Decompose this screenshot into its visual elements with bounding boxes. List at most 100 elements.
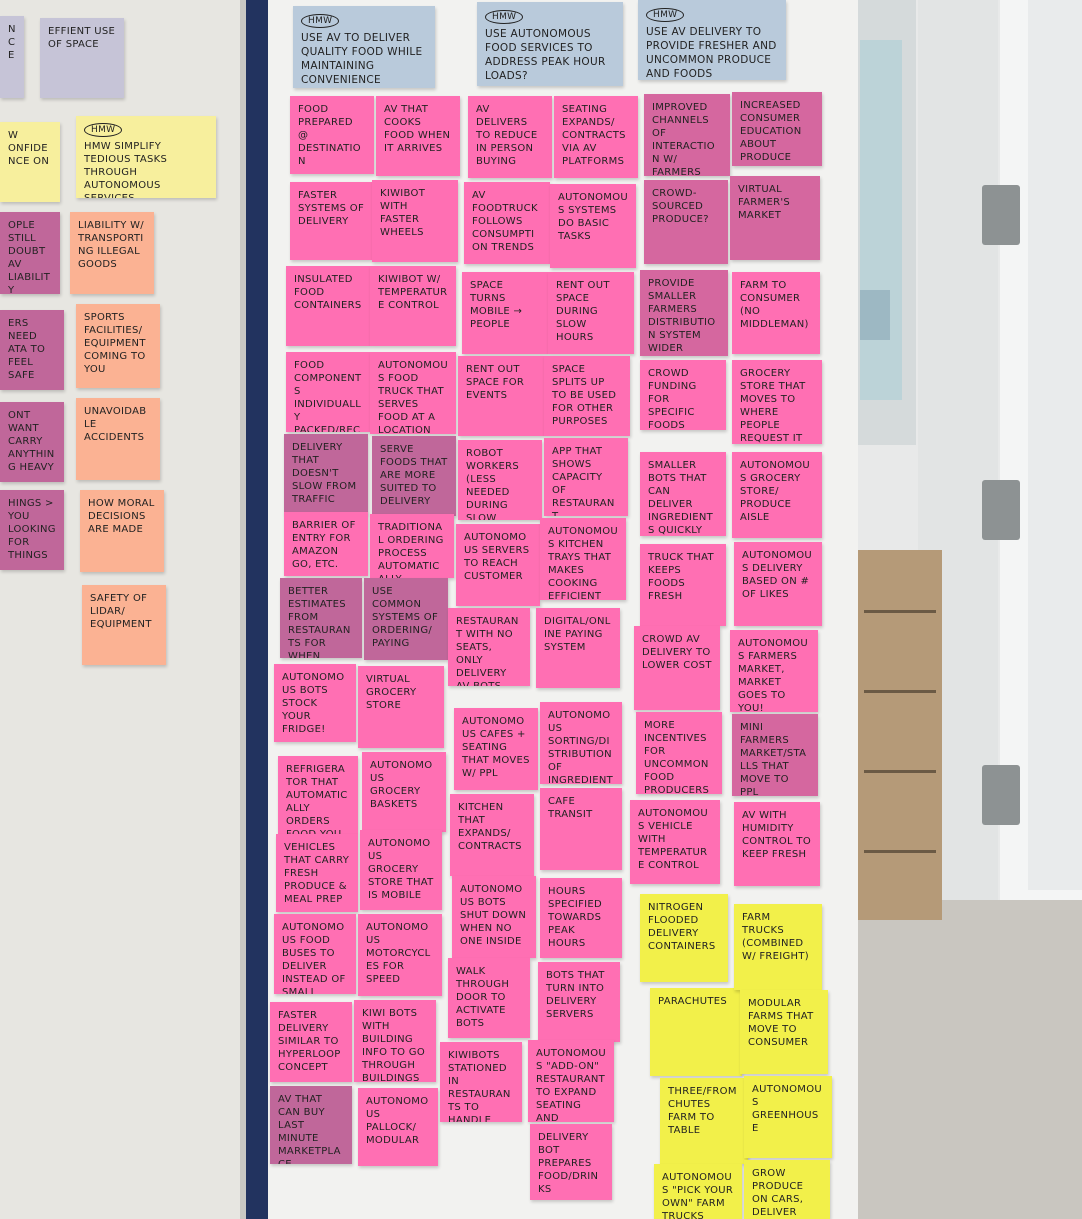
sticky-note: AUTONOMOUS "PICK YOUR OWN" FARM TRUCKS bbox=[654, 1164, 742, 1219]
sticky-note: DIGITAL/ONLINE PAYING SYSTEM bbox=[536, 608, 620, 688]
sticky-note: AUTONOMOUS GREENHOUSE bbox=[744, 1076, 832, 1158]
hmw-header: HMW USE AUTONOMOUS FOOD SERVICES TO ADDR… bbox=[477, 2, 623, 86]
sticky-note: CAFE TRANSIT bbox=[540, 788, 622, 870]
sticky-note: VIRTUAL FARMER'S MARKET bbox=[730, 176, 820, 260]
sticky-note: WALK THROUGH DOOR TO ACTIVATE BOTS bbox=[448, 958, 530, 1038]
sticky-note: PARACHUTES bbox=[650, 988, 742, 1076]
sticky-note: W ONFIDENCE ON bbox=[0, 122, 60, 202]
sticky-note: FASTER DELIVERY SIMILAR TO HYPERLOOP CON… bbox=[270, 1002, 352, 1082]
sticky-note: ONT WANT CARRY ANYTHING HEAVY bbox=[0, 402, 64, 482]
sticky-note: AUTONOMOUS GROCERY BASKETS bbox=[362, 752, 446, 832]
sticky-note: SPACE TURNS MOBILE → PEOPLE bbox=[462, 272, 548, 354]
sticky-note: AUTONOMOUS GROCERY STORE/ PRODUCE AISLE bbox=[732, 452, 822, 538]
hmw-text: USE AUTONOMOUS FOOD SERVICES TO ADDRESS … bbox=[485, 28, 606, 82]
sticky-note: GROW PRODUCE ON CARS, DELIVER bbox=[744, 1160, 830, 1219]
sticky-note: AUTONOMOUS FOOD BUSES TO DELIVER INSTEAD… bbox=[274, 914, 356, 994]
sticky-note: APP THAT SHOWS CAPACITY OF RESTAURANT bbox=[544, 438, 628, 516]
sticky-note: HINGS > YOU LOOKING FOR THINGS bbox=[0, 490, 64, 570]
sticky-note: AUTONOMOUS DELIVERY BASED ON # OF LIKES bbox=[734, 542, 822, 626]
sticky-note: NITROGEN FLOODED DELIVERY CONTAINERS bbox=[640, 894, 728, 982]
sticky-note: FOOD COMPONENTS INDIVIDUALLY PACKED/RECO… bbox=[286, 352, 370, 432]
sticky-note: USE COMMON SYSTEMS OF ORDERING/ PAYING bbox=[364, 578, 448, 660]
sticky-note: HOW MORAL DECISIONS ARE MADE bbox=[80, 490, 164, 572]
sticky-note: SAFETY OF LIDAR/ EQUIPMENT bbox=[82, 585, 166, 665]
sticky-note: AUTONOMOUS MOTORCYCLES FOR SPEED bbox=[358, 914, 442, 996]
sticky-note: INSULATED FOOD CONTAINERS bbox=[286, 266, 370, 346]
sticky-note: LIABILITY W/ TRANSPORTING ILLEGAL GOODS bbox=[70, 212, 154, 294]
sticky-note: RENT OUT SPACE FOR EVENTS bbox=[458, 356, 544, 436]
hmw-label: HMW bbox=[646, 8, 685, 22]
sticky-note: AV WITH HUMIDITY CONTROL TO KEEP FRESH bbox=[734, 802, 820, 886]
sticky-note: ROBOT WORKERS (LESS NEEDED DURING SLOW H… bbox=[458, 440, 542, 520]
sticky-note: AUTONOMOUS PALLOCK/ MODULAR bbox=[358, 1088, 438, 1166]
hmw-text: HMW SIMPLIFY TEDIOUS TASKS THROUGH AUTON… bbox=[84, 141, 168, 198]
sticky-note: FASTER SYSTEMS OF DELIVERY bbox=[290, 182, 372, 260]
hmw-label: HMW bbox=[301, 14, 340, 28]
shelf-bar bbox=[864, 610, 936, 613]
sticky-note: FARM TRUCKS (COMBINED W/ FREIGHT) bbox=[734, 904, 822, 990]
board-gap bbox=[240, 0, 248, 1219]
shelf-bar bbox=[864, 690, 936, 693]
hmw-text: USE AV TO DELIVER QUALITY FOOD WHILE MAI… bbox=[301, 32, 423, 86]
door-hinge bbox=[982, 480, 1020, 540]
sticky-note: UNAVOIDABLE ACCIDENTS bbox=[76, 398, 160, 480]
sticky-note: AV THAT CAN BUY LAST MINUTE MARKETPLACE bbox=[270, 1086, 352, 1164]
sticky-note: AUTONOMOUS SYSTEMS DO BASIC TASKS bbox=[550, 184, 636, 268]
sticky-note: OPLE STILL DOUBT AV LIABILITY bbox=[0, 212, 60, 294]
sticky-note: MODULAR FARMS THAT MOVE TO CONSUMER bbox=[740, 990, 828, 1074]
sticky-note: KIWIBOT WITH FASTER WHEELS bbox=[372, 180, 458, 262]
wall-poster bbox=[860, 40, 902, 400]
sticky-note: RESTAURANT WITH NO SEATS, ONLY DELIVERY … bbox=[448, 608, 530, 686]
sticky-note: AUTONOMOUS BOTS SHUT DOWN WHEN NO ONE IN… bbox=[452, 876, 536, 958]
sticky-note: EFFIENT USE OF SPACE bbox=[40, 18, 124, 98]
sticky-note: AUTONOMOUS SERVERS TO REACH CUSTOMER bbox=[456, 524, 540, 606]
sticky-note: AV DELIVERS TO REDUCE IN PERSON BUYING bbox=[468, 96, 552, 178]
poster-image bbox=[860, 290, 890, 340]
sticky-note: INCREASED CONSUMER EDUCATION ABOUT PRODU… bbox=[732, 92, 822, 166]
hmw-label: HMW bbox=[84, 123, 123, 137]
sticky-note: BETTER ESTIMATES FROM RESTAURANTS FOR WH… bbox=[280, 578, 362, 658]
shelf-bar bbox=[864, 770, 936, 773]
floor bbox=[858, 900, 1082, 1219]
sticky-note: THREE/FROM CHUTES FARM TO TABLE bbox=[660, 1078, 748, 1164]
sticky-note: HOURS SPECIFIED TOWARDS PEAK HOURS bbox=[540, 878, 622, 958]
door-hinge bbox=[982, 185, 1020, 245]
sticky-note: AUTONOMOUS GROCERY STORE THAT IS MOBILE bbox=[360, 830, 442, 910]
sticky-note: GROCERY STORE THAT MOVES TO WHERE PEOPLE… bbox=[732, 360, 822, 444]
sticky-note: SPORTS FACILITIES/ EQUIPMENT COMING TO Y… bbox=[76, 304, 160, 388]
sticky-note: AUTONOMOUS FARMERS MARKET, MARKET GOES T… bbox=[730, 630, 818, 712]
sticky-note: BARRIER OF ENTRY FOR AMAZON GO, ETC. bbox=[284, 512, 368, 576]
sticky-note: BOTS THAT TURN INTO DELIVERY SERVERS bbox=[538, 962, 620, 1042]
sticky-note: AUTONOMOUS BOTS STOCK YOUR FRIDGE! bbox=[274, 664, 356, 742]
sticky-note: REFRIGERATOR THAT AUTOMATICALLY ORDERS F… bbox=[278, 756, 358, 834]
sticky-note: FOOD PREPARED @ DESTINATION bbox=[290, 96, 374, 174]
sticky-note: CROWD AV DELIVERY TO LOWER COST bbox=[634, 626, 720, 710]
sticky-note: SERVE FOODS THAT ARE MORE SUITED TO DELI… bbox=[372, 436, 456, 516]
sticky-note: SPACE SPLITS UP TO BE USED FOR OTHER PUR… bbox=[544, 356, 630, 436]
sticky-note: ERS NEED ATA TO FEEL SAFE bbox=[0, 310, 64, 390]
door-hinge bbox=[982, 765, 1020, 825]
sticky-note: AUTONOMOUS SORTING/DISTRIBUTION OF INGRE… bbox=[540, 702, 622, 784]
sticky-note: AV THAT COOKS FOOD WHEN IT ARRIVES bbox=[376, 96, 460, 176]
sticky-note: DELIVERY THAT DOESN'T SLOW FROM TRAFFIC bbox=[284, 434, 368, 514]
sticky-note: MINI FARMERS MARKET/STALLS THAT MOVE TO … bbox=[732, 714, 818, 796]
sticky-note: VEHICLES THAT CARRY FRESH PRODUCE & MEAL… bbox=[276, 834, 358, 912]
sticky-note: CROWD FUNDING FOR SPECIFIC FOODS bbox=[640, 360, 726, 430]
sticky-note: DELIVERY BOT PREPARES FOOD/DRINKS bbox=[530, 1124, 612, 1200]
sticky-note: RENT OUT SPACE DURING SLOW HOURS bbox=[548, 272, 634, 354]
blue-board-edge bbox=[246, 0, 272, 1219]
sticky-note: AUTONOMOUS CAFES + SEATING THAT MOVES W/… bbox=[454, 708, 538, 790]
hmw-header: HMW USE AV TO DELIVER QUALITY FOOD WHILE… bbox=[293, 6, 435, 88]
sticky-note: KIWIBOT W/ TEMPERATURE CONTROL bbox=[370, 266, 456, 346]
sticky-note: MORE INCENTIVES FOR UNCOMMON FOOD PRODUC… bbox=[636, 712, 722, 794]
hmw-note: HMW HMW SIMPLIFY TEDIOUS TASKS THROUGH A… bbox=[76, 116, 216, 198]
sticky-note: SMALLER BOTS THAT CAN DELIVER INGREDIENT… bbox=[640, 452, 726, 536]
sticky-note: CROWD-SOURCED PRODUCE? bbox=[644, 180, 728, 264]
hmw-text: USE AV DELIVERY TO PROVIDE FRESHER AND U… bbox=[646, 26, 777, 80]
sticky-note: IMPROVED CHANNELS OF INTERACTION W/ FARM… bbox=[644, 94, 730, 176]
sticky-note: AUTONOMOUS "ADD-ON" RESTAURANT TO EXPAND… bbox=[528, 1040, 614, 1122]
hmw-label: HMW bbox=[485, 10, 524, 24]
sticky-note: KIWI BOTS WITH BUILDING INFO TO GO THROU… bbox=[354, 1000, 436, 1082]
sticky-note: AUTONOMOUS KITCHEN TRAYS THAT MAKES COOK… bbox=[540, 518, 626, 600]
